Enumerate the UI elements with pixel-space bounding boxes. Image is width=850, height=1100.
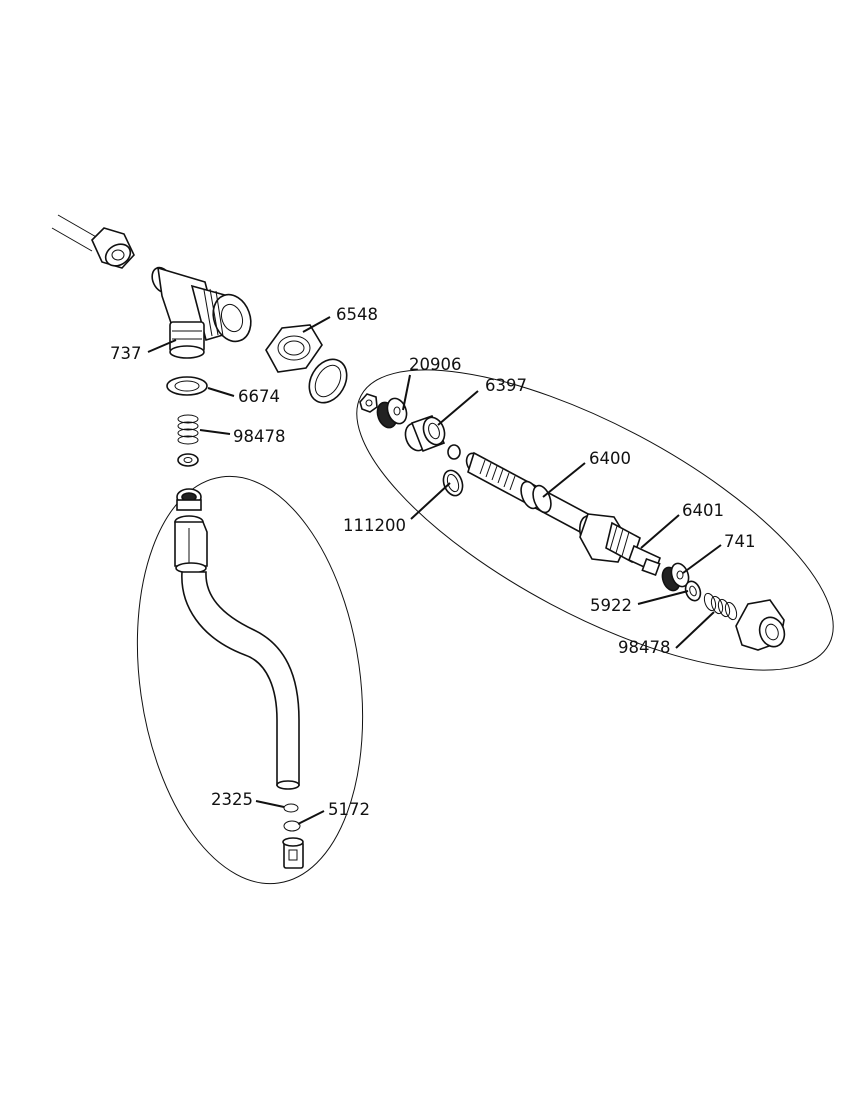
lock-nut-6548 xyxy=(265,324,323,373)
small-ball xyxy=(447,444,461,460)
gasket-ring-inner xyxy=(314,364,342,398)
label-737: 737 xyxy=(110,344,142,363)
ring-5922 xyxy=(684,580,702,602)
label-6400: 6400 xyxy=(589,449,631,468)
elbow-fitting-737 xyxy=(151,266,252,359)
circlip-111200 xyxy=(442,469,464,497)
label-6674: 6674 xyxy=(238,387,280,406)
valve-body-6401 xyxy=(579,513,661,577)
label-6401: 6401 xyxy=(682,501,724,520)
label-5172: 5172 xyxy=(328,800,370,819)
label-20906: 20906 xyxy=(409,355,462,374)
left-group-ellipse xyxy=(136,475,364,885)
steam-wand xyxy=(174,488,304,869)
spring-98478-right xyxy=(703,592,738,621)
part-labels: 737 6548 6674 98478 20906 6397 6400 1112… xyxy=(110,305,756,819)
label-741: 741 xyxy=(724,532,756,551)
label-2325: 2325 xyxy=(211,790,253,809)
ring-5922-inner xyxy=(689,585,697,597)
supply-hose xyxy=(51,214,135,269)
seat-disc xyxy=(376,397,408,429)
label-98478-left: 98478 xyxy=(233,427,286,446)
label-98478-right: 98478 xyxy=(618,638,671,657)
small-nut-20906 xyxy=(359,393,378,413)
label-111200: 111200 xyxy=(343,516,406,535)
label-6548: 6548 xyxy=(336,305,378,324)
bushing-6397 xyxy=(404,415,446,453)
leader-lines xyxy=(147,316,722,825)
valve-stem-6400 xyxy=(465,451,592,535)
spring-98478-left xyxy=(177,414,199,445)
label-6397: 6397 xyxy=(485,376,527,395)
gasket-ring xyxy=(308,358,348,404)
washer-small xyxy=(177,453,199,467)
end-nut xyxy=(735,599,786,651)
label-5922: 5922 xyxy=(590,596,632,615)
nut-741 xyxy=(661,562,690,592)
ring-6674 xyxy=(166,376,208,396)
right-group-ellipse xyxy=(356,369,834,671)
